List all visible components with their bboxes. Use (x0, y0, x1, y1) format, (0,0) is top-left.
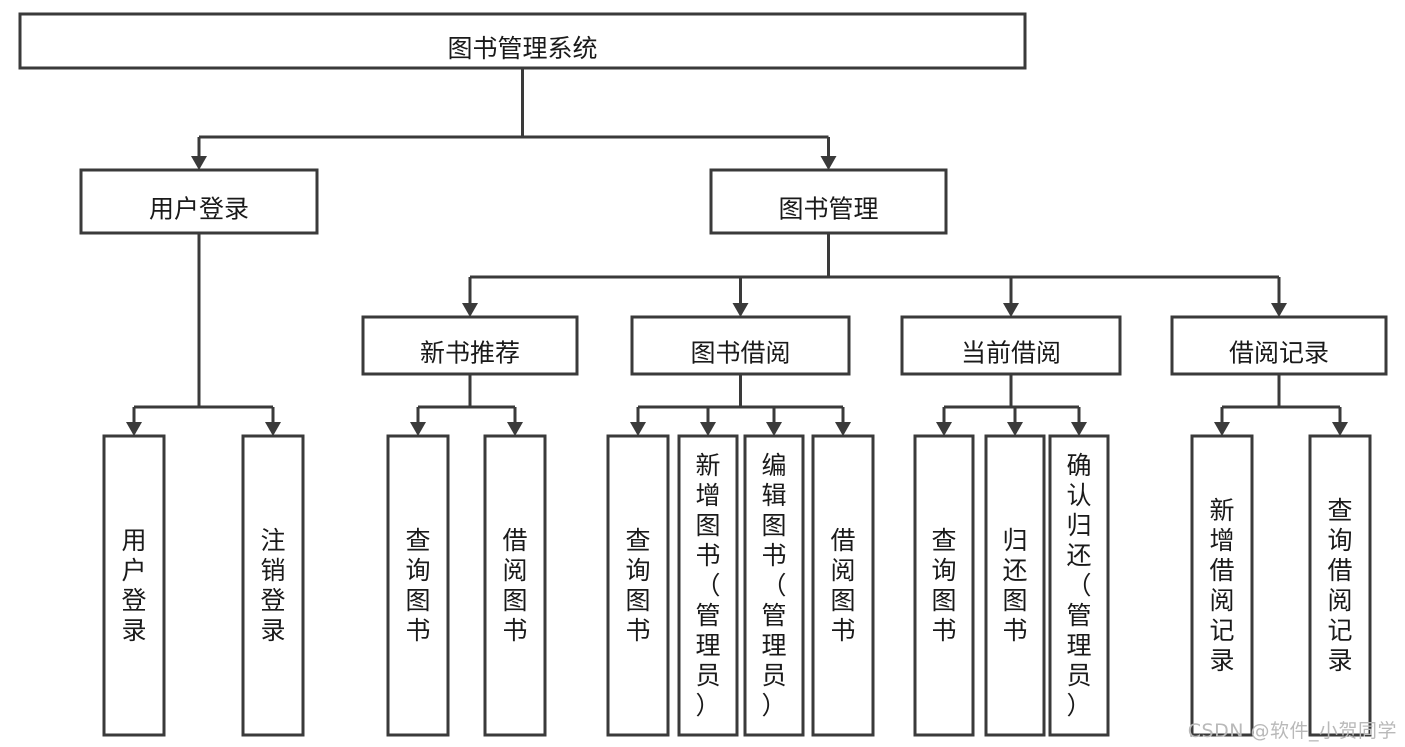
level3-node[interactable]: 新书推荐 (361, 315, 579, 376)
leaf-box[interactable] (984, 434, 1046, 737)
edge-to-查询图书-arrowhead (410, 422, 426, 436)
leaf-node[interactable]: 新增图书（管理员） (677, 434, 739, 737)
connector-layer (126, 68, 1348, 436)
edge-to-用户登录-arrowhead (191, 156, 207, 170)
leaf-box[interactable] (677, 434, 739, 737)
node-label: 当前借阅 (961, 339, 1061, 368)
level2-node[interactable]: 用户登录 (79, 168, 319, 235)
node-label: 图书管理系统 (447, 34, 597, 63)
level2-node[interactable]: 图书管理 (709, 168, 948, 235)
edge-to-借阅图书-arrowhead (507, 422, 523, 436)
root-node[interactable]: 图书管理系统 (18, 12, 1027, 70)
leaf-node[interactable]: 查询图书 (386, 434, 450, 737)
edge-to-新增图书（管理员）-arrowhead (700, 422, 716, 436)
level3-box[interactable] (900, 315, 1122, 376)
node-label: 图书借阅 (690, 339, 790, 368)
leaf-box[interactable] (1190, 434, 1254, 737)
node-label: 编辑图书（管理员） (761, 451, 786, 720)
edge-to-图书管理-arrowhead (820, 156, 837, 170)
node-label: 新书推荐 (420, 339, 520, 368)
level2-box[interactable] (79, 168, 319, 235)
leaf-node[interactable]: 查询借阅记录 (1308, 434, 1372, 737)
node-label: 查询图书 (931, 526, 956, 645)
edge-to-编辑图书（管理员）-arrowhead (766, 422, 782, 436)
edge-to-确认归还（管理员）-arrowhead (1071, 422, 1087, 436)
level3-box[interactable] (630, 315, 851, 376)
leaf-box[interactable] (386, 434, 450, 737)
node-label: 用户登录 (149, 195, 249, 224)
edge-to-图书借阅-arrowhead (732, 303, 749, 317)
node-label: 借阅图书 (502, 526, 527, 645)
level2-box[interactable] (709, 168, 948, 235)
edge-to-新书推荐-arrowhead (462, 303, 478, 317)
leaf-box[interactable] (102, 434, 166, 737)
node-label: 用户登录 (121, 526, 146, 645)
leaf-box[interactable] (1048, 434, 1110, 737)
edge-to-借阅图书-arrowhead (835, 422, 851, 436)
node-label: 查询图书 (405, 526, 430, 645)
leaf-box[interactable] (241, 434, 305, 737)
level3-node[interactable]: 当前借阅 (900, 315, 1122, 376)
leaf-node[interactable]: 借阅图书 (483, 434, 547, 737)
node-label: 查询借阅记录 (1327, 496, 1352, 675)
leaf-node[interactable]: 新增借阅记录 (1190, 434, 1254, 737)
node-label: 确认归还（管理员） (1066, 451, 1091, 720)
level3-box[interactable] (361, 315, 579, 376)
node-layer: 图书管理系统用户登录图书管理新书推荐图书借阅当前借阅借阅记录用户登录注销登录查询… (18, 12, 1388, 737)
leaf-box[interactable] (913, 434, 975, 737)
leaf-box[interactable] (811, 434, 875, 737)
node-label: 借阅记录 (1229, 339, 1329, 368)
watermark-label: CSDN @软件_小贺同学 (1187, 720, 1397, 742)
leaf-node[interactable]: 注销登录 (241, 434, 305, 737)
leaf-node[interactable]: 用户登录 (102, 434, 166, 737)
node-label: 注销登录 (260, 526, 285, 645)
edge-to-查询图书-arrowhead (936, 422, 952, 436)
leaf-node[interactable]: 借阅图书 (811, 434, 875, 737)
level3-node[interactable]: 借阅记录 (1170, 315, 1388, 376)
leaf-node[interactable]: 确认归还（管理员） (1048, 434, 1110, 737)
leaf-box[interactable] (606, 434, 670, 737)
leaf-node[interactable]: 查询图书 (913, 434, 975, 737)
leaf-node[interactable]: 查询图书 (606, 434, 670, 737)
level3-node[interactable]: 图书借阅 (630, 315, 851, 376)
node-label: 借阅图书 (830, 526, 855, 645)
edge-to-查询借阅记录-arrowhead (1332, 422, 1348, 436)
edge-to-用户登录-arrowhead (126, 422, 142, 436)
node-label: 图书管理 (778, 195, 878, 224)
edge-to-当前借阅-arrowhead (1003, 303, 1019, 317)
edge-to-注销登录-arrowhead (265, 422, 281, 436)
node-label: 归还图书 (1002, 526, 1027, 645)
node-label: 新增借阅记录 (1209, 496, 1234, 675)
leaf-box[interactable] (1308, 434, 1372, 737)
node-label: 查询图书 (625, 526, 650, 645)
root-box[interactable] (18, 12, 1027, 70)
edge-to-新增借阅记录-arrowhead (1214, 422, 1230, 436)
leaf-node[interactable]: 归还图书 (984, 434, 1046, 737)
edge-to-查询图书-arrowhead (630, 422, 646, 436)
leaf-box[interactable] (483, 434, 547, 737)
edge-to-归还图书-arrowhead (1007, 422, 1023, 436)
edge-to-借阅记录-arrowhead (1271, 303, 1287, 317)
leaf-node[interactable]: 编辑图书（管理员） (743, 434, 805, 737)
node-label: 新增图书（管理员） (695, 451, 720, 720)
level3-box[interactable] (1170, 315, 1388, 376)
leaf-box[interactable] (743, 434, 805, 737)
